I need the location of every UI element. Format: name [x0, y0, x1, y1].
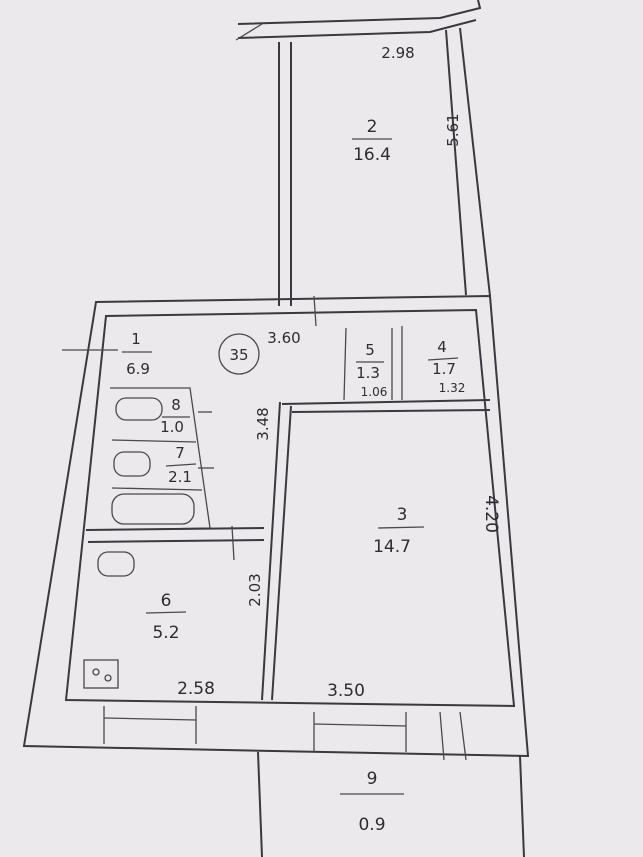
room-1-number: 1 [131, 330, 141, 348]
room-3-area: 14.7 [373, 537, 411, 557]
dim-room3-depth: 4.20 [481, 495, 501, 533]
room-3-label: 3 14.7 [373, 505, 425, 557]
dim-room4-width: 1.32 [439, 381, 466, 395]
apartment-number: 35 [229, 346, 248, 364]
dim-kitchen-width: 2.58 [177, 679, 215, 699]
dim-hall-height: 3.48 [254, 407, 272, 440]
door-marks [62, 295, 317, 561]
interior-walls [85, 326, 491, 761]
dim-room5-width: 1.06 [361, 385, 388, 399]
bottom-balcony [257, 751, 525, 857]
room-3-number: 3 [397, 505, 408, 525]
room-9-area: 0.9 [358, 815, 385, 835]
room-4-label: 4 1.7 [427, 338, 459, 378]
apartment-outline [22, 294, 530, 758]
top-balcony [235, 0, 482, 41]
dim-room3-width: 3.50 [327, 681, 365, 701]
room-5-area: 1.3 [356, 364, 380, 382]
room-7-number: 7 [175, 444, 185, 462]
toilet-icon [113, 451, 151, 477]
room-8-label: 8 1.0 [160, 396, 190, 436]
room-4-number: 4 [437, 338, 447, 356]
room-9-label: 9 0.9 [358, 769, 385, 835]
room-2-label: 2 16.4 [352, 117, 392, 165]
room-2-walls [278, 27, 491, 306]
dim-balcony-top-width: 2.98 [381, 44, 414, 62]
room-7-area: 2.1 [168, 468, 192, 486]
room-1-area: 6.9 [126, 360, 150, 378]
room-8-number: 8 [171, 396, 181, 414]
room-9-number: 9 [367, 769, 378, 789]
bathtub-icon [111, 493, 195, 525]
sink-icon [115, 397, 163, 421]
room-4-area: 1.7 [432, 360, 456, 378]
room-6-label: 6 5.2 [145, 591, 187, 643]
dim-room2-length: 5.61 [444, 113, 462, 146]
room-5-label: 5 1.3 [356, 341, 384, 382]
room-2-number: 2 [367, 117, 378, 137]
apartment-number-circle [218, 333, 260, 375]
room-1-label: 1 6.9 [122, 330, 152, 378]
room-8-area: 1.0 [160, 418, 184, 436]
dim-kitchen-height: 2.03 [246, 573, 264, 606]
room-5-number: 5 [365, 341, 375, 359]
room-7-label: 7 2.1 [165, 444, 197, 486]
dim-hall-width: 3.60 [267, 329, 300, 347]
stove-icon [83, 659, 119, 689]
kitchen-sink-icon [97, 551, 135, 577]
room-6-area: 5.2 [152, 623, 179, 643]
room-6-number: 6 [161, 591, 172, 611]
room-2-area: 16.4 [353, 145, 391, 165]
